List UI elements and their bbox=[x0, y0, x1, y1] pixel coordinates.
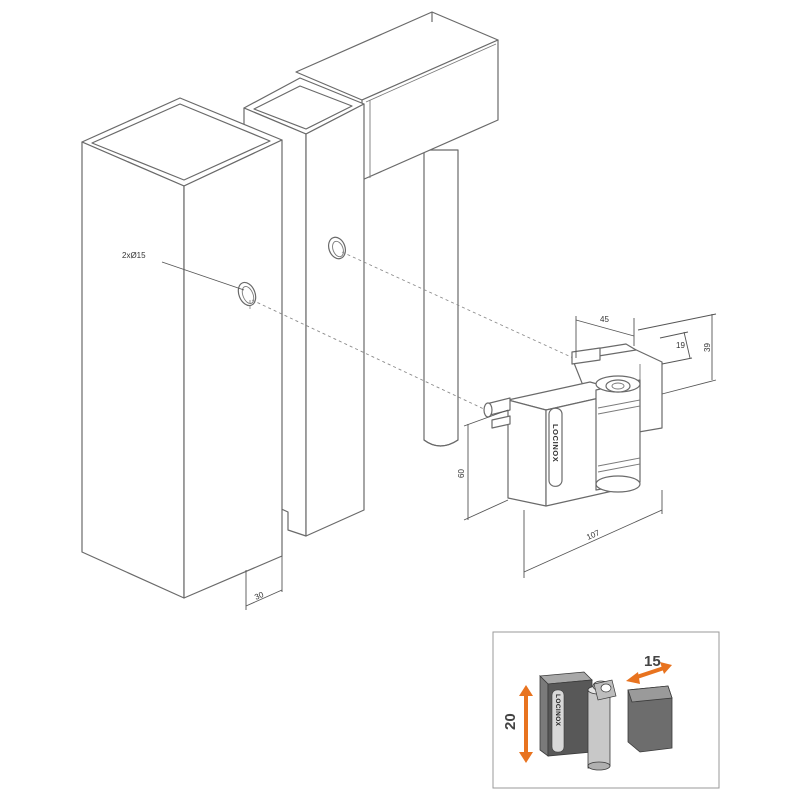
adjustment-inset: LOCINOX 15 20 bbox=[492, 631, 720, 789]
dimension-45-label: 45 bbox=[600, 315, 609, 324]
inset-brand-label: LOCINOX bbox=[554, 694, 561, 727]
horizontal-adjust-label: 15 bbox=[644, 653, 661, 670]
gate-top-rail bbox=[295, 11, 499, 181]
brand-plate bbox=[548, 407, 563, 487]
dimension-39: 39 bbox=[637, 313, 717, 395]
fixed-square-post bbox=[81, 97, 283, 599]
hole-callout-label: 2xØ15 bbox=[122, 251, 146, 260]
dimension-39-label: 39 bbox=[703, 343, 712, 352]
dimension-45: 45 bbox=[575, 315, 635, 358]
hinge-pivot bbox=[605, 379, 631, 393]
dimension-30: 30 bbox=[245, 556, 283, 610]
horizontal-adjust-arrow bbox=[626, 662, 672, 684]
hinge-brand-label: LOCINOX bbox=[551, 424, 560, 462]
hinge-assembly: LOCINOX bbox=[483, 343, 663, 507]
dimension-19: 19 bbox=[659, 331, 693, 365]
dimension-107-label: 107 bbox=[585, 528, 601, 542]
alignment-lines bbox=[249, 251, 583, 411]
vertical-adjust-label: 20 bbox=[502, 713, 519, 730]
vertical-adjust-arrow bbox=[519, 685, 533, 763]
dimension-30-label: 30 bbox=[253, 590, 265, 602]
gate-post-hole bbox=[327, 236, 347, 260]
dimension-19-label: 19 bbox=[676, 341, 685, 350]
hole-callout: 2xØ15 bbox=[122, 251, 245, 291]
dimension-60-label: 60 bbox=[457, 469, 466, 478]
dimension-60: 60 bbox=[457, 409, 509, 521]
round-gate-post bbox=[423, 149, 459, 447]
